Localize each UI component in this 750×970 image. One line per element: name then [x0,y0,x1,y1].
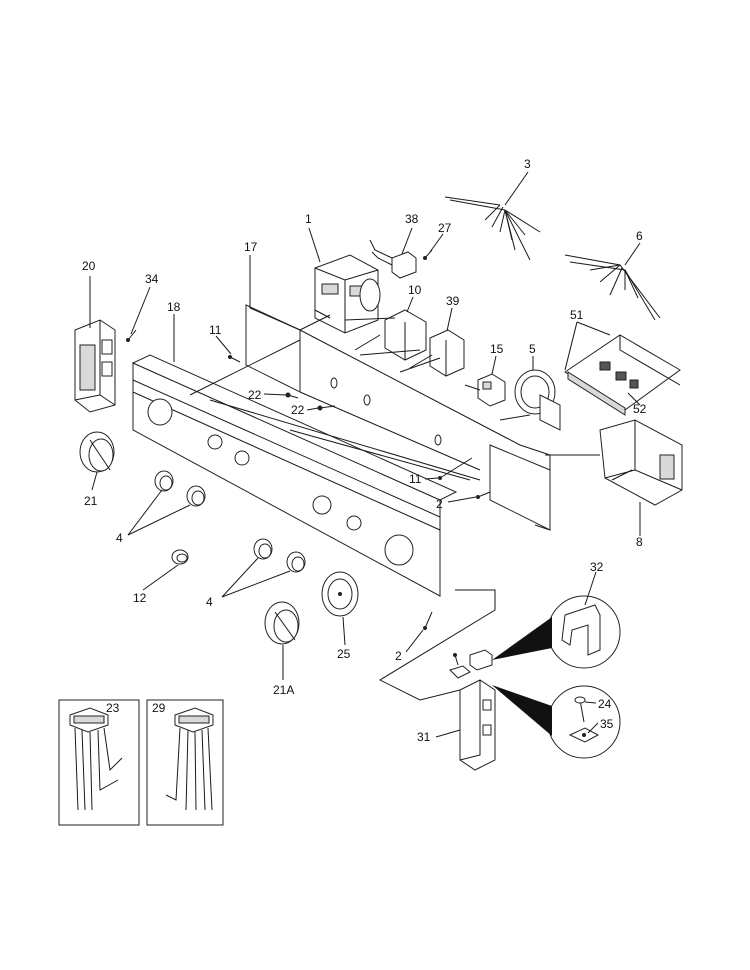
callout-5: 5 [529,342,536,356]
leader-lines [89,171,641,738]
callout-11-b: 11 [409,472,422,486]
inset-box-23 [58,699,140,826]
switch-38 [369,239,417,279]
callout-51: 51 [570,308,584,322]
callout-25: 25 [337,647,351,661]
callout-22-a: 22 [248,388,262,402]
callout-38: 38 [405,212,419,226]
callout-27: 27 [438,221,452,235]
callout-21a: 21A [273,683,294,697]
callout-21: 21 [84,494,98,508]
callout-18: 18 [167,300,181,314]
callout-6: 6 [636,229,643,243]
switch-15 [477,373,506,407]
detail-callout-24-35 [492,685,621,759]
callout-20: 20 [82,259,96,273]
callout-22-b: 22 [291,403,305,417]
screws [126,249,491,666]
inset-box-29 [146,699,224,826]
control-panel [131,354,458,597]
callout-11-a: 11 [209,323,222,337]
callout-10: 10 [408,283,422,297]
lid-switch-housing [449,649,496,771]
switch-10 [354,309,427,361]
wire-harness-3 [444,196,541,261]
control-board [564,334,681,416]
callout-12: 12 [133,591,147,605]
callout-3: 3 [524,157,531,171]
leader-routing [299,314,600,701]
callout-4-a: 4 [116,531,123,545]
knob-4-a [154,470,174,492]
knob-4-b [186,485,206,507]
callout-23: 23 [106,701,120,715]
knob-21 [79,431,115,473]
switch-39 [409,329,465,377]
callout-15: 15 [490,342,504,356]
callout-8: 8 [636,535,643,549]
pressure-switch [514,369,561,431]
callout-4-b: 4 [206,595,213,609]
knob-4-d [286,551,306,573]
callout-31: 31 [417,730,431,744]
callout-34: 34 [145,272,159,286]
callout-29: 29 [152,701,166,715]
callout-32: 32 [590,560,604,574]
end-cap [74,319,116,413]
callout-39: 39 [446,294,460,308]
callout-2-a: 2 [436,497,443,511]
callout-24: 24 [598,697,612,711]
console-bracket [189,304,551,531]
knob-4-c [253,538,273,560]
callout-1: 1 [305,212,312,226]
motor-control [599,419,683,506]
callout-17: 17 [244,240,258,254]
callout-52: 52 [633,402,647,416]
timer [314,254,381,334]
dial-25 [321,571,359,617]
callout-35: 35 [600,717,614,731]
knob-21a [264,601,300,645]
button-12 [171,549,189,565]
callout-2-b: 2 [395,649,402,663]
wire-harness-6 [564,254,661,321]
detail-callout-32 [492,595,621,669]
callout-labels: 1 38 27 3 6 10 39 15 5 17 18 20 34 11 22… [82,157,647,744]
